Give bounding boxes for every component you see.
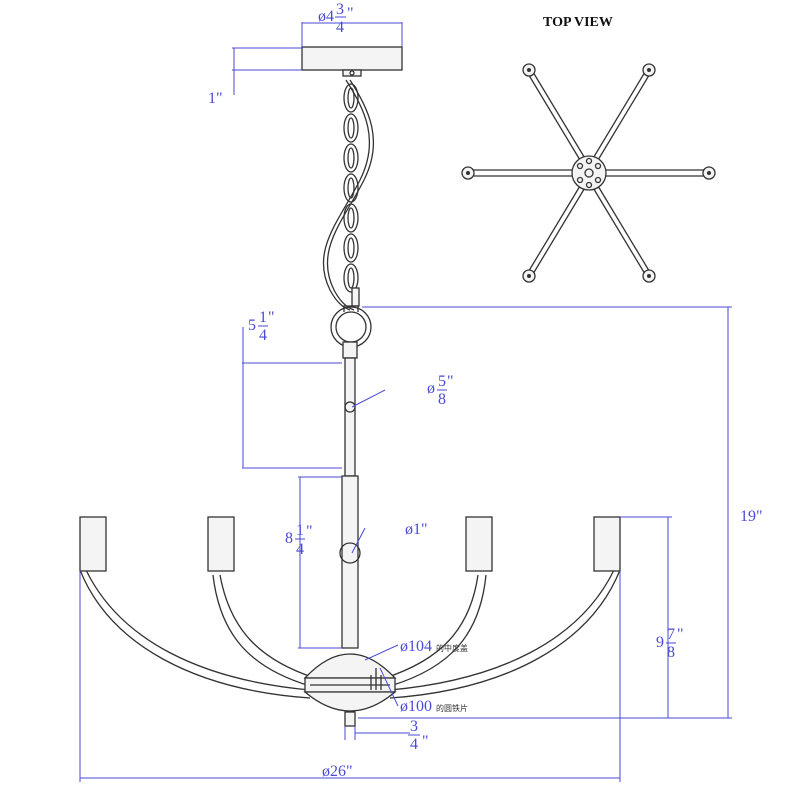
svg-text:8: 8 [667,644,675,661]
dim-canopy-diameter: ø4 3 4 " [301,1,403,47]
lower-rod [341,475,359,649]
svg-text:1: 1 [296,522,304,539]
dim-body-diameter: ø1" [351,521,428,554]
svg-text:ø: ø [427,380,435,397]
canopy [301,46,403,71]
note-hub-cap: ø104 的中度盖 [364,638,468,661]
svg-text:ø4: ø4 [318,8,334,25]
svg-text:": " [422,733,429,750]
svg-text:19": 19" [740,508,763,525]
svg-text:的圆铁片: 的圆铁片 [436,703,468,713]
dim-chain-rod-length: 5 1 4 " [242,309,342,469]
svg-text:5: 5 [248,317,256,334]
svg-text:": " [347,5,354,22]
dim-canopy-height: 1" [208,47,302,107]
rod-coupler [342,341,358,359]
svg-text:5: 5 [438,373,446,390]
power-cord [322,79,371,311]
svg-text:3: 3 [410,718,418,735]
candle-socket [465,516,493,572]
finial [344,711,356,727]
hub-top [303,653,397,679]
dim-arm-height: 9 7 8 " [396,516,684,719]
loop-ring [330,306,372,348]
dim-lower-rod-length: 8 1 4 " [285,476,342,649]
svg-text:3: 3 [336,1,344,18]
svg-text:": " [306,523,313,540]
svg-text:": " [447,373,454,390]
svg-text:4: 4 [296,541,304,558]
svg-text:8: 8 [438,391,446,408]
top-view-title: TOP VIEW [543,15,613,30]
svg-text:的中度盖: 的中度盖 [436,643,468,653]
svg-text:ø26": ø26" [322,763,353,780]
svg-text:4: 4 [336,19,344,36]
svg-text:": " [677,626,684,643]
top-view-diagram [461,63,716,283]
side-view-diagram [79,46,621,727]
svg-text:": " [268,309,275,326]
svg-text:9: 9 [656,634,664,651]
dim-overall-width: ø26" [79,571,621,782]
svg-text:1": 1" [208,90,223,107]
note-hub-plate: ø100 的圆铁片 [379,667,468,715]
dim-finial-width: 3 4 " [344,718,429,753]
dim-rod-diameter: ø 5 8 " [351,373,454,408]
candle-socket [207,516,235,572]
candle-socket [593,516,621,572]
svg-text:1: 1 [259,309,267,326]
chain [343,83,360,307]
svg-text:7: 7 [667,626,675,643]
upper-rod [344,357,356,477]
svg-text:ø1": ø1" [405,521,428,538]
svg-text:4: 4 [410,736,418,753]
dim-total-height: 19" [358,306,763,719]
svg-text:ø100: ø100 [400,698,432,715]
svg-text:8: 8 [285,530,293,547]
hub-bottom [303,691,397,712]
svg-text:4: 4 [259,327,267,344]
candle-socket [79,516,107,572]
arm [85,569,311,691]
svg-text:ø104: ø104 [400,638,432,655]
